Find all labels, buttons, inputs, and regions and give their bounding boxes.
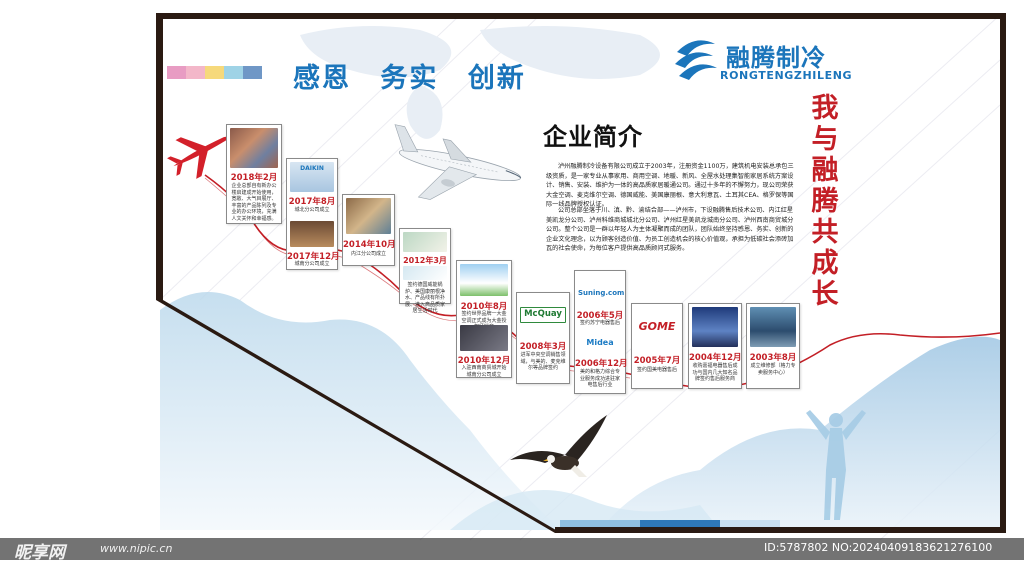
showroom-photo	[290, 221, 334, 247]
vertical-title-char: 共	[811, 217, 839, 248]
timeline-date: 2012年3月	[403, 256, 447, 265]
timeline-card-2012-03: 2012年3月 签约德国威能锅炉、美国康丽根净水、产品线有所扑展、进入高品质家居…	[399, 228, 451, 314]
eagle-icon	[510, 415, 607, 477]
timeline-desc: 收购嘉福电器售后成功与国内几大知名品牌签约售后服务商	[692, 363, 738, 382]
timeline-card-2006: Suning.com 2006年5月 签约苏宁电器售后 Midea 2006年1…	[574, 270, 628, 394]
brand-gome: GOME	[638, 320, 676, 333]
intro-paragraph-1: 泸州融腾制冷设备有限公司成立于2003年，注册资金1100万，建筑机电安装总承包…	[546, 163, 794, 209]
world-map-silhouette	[300, 26, 660, 139]
watermark-logo: 昵享网	[14, 543, 65, 563]
slogan-word-3: 创新	[467, 63, 526, 94]
timeline-date: 2008年3月	[519, 342, 567, 352]
timeline-desc: 入驻西南商贸城开始城南分公司成立	[461, 365, 507, 378]
watermark-bar	[0, 538, 1024, 560]
brand-mcquay: McQuay	[524, 309, 562, 319]
timeline-date: 2010年8月	[460, 302, 508, 312]
watermark-id: ID:5787802 NO:20240409183621276100	[764, 541, 993, 554]
timeline-date: 2005年7月	[633, 356, 681, 366]
timeline-date: 2018年2月	[230, 173, 278, 183]
city-night-photo	[692, 307, 738, 347]
mountains-right	[600, 336, 1000, 530]
timeline-date: 2014年10月	[343, 240, 396, 250]
timeline-card-2008-03: McQuay 2008年3月 进军中央空调销售领域，与美的、麦克维尔等品牌签约	[516, 292, 570, 384]
vertical-title-char: 长	[811, 279, 839, 310]
timeline-date: 2003年8月	[749, 353, 797, 363]
brand-daikin: DAIKIN	[300, 165, 324, 172]
brand-midea: Midea	[586, 338, 614, 347]
vertical-title: 我 与 融 腾 共 成 长	[808, 93, 842, 310]
intro-title: 企业简介	[543, 122, 643, 151]
slogan: 感恩 务实 创新	[293, 56, 544, 95]
intro-paragraph-2: 公司总部坐落于川、滇、黔、渝结合部——泸州市，下设融腾售后技术公司、内江红星美凯…	[546, 207, 794, 253]
mall-photo	[460, 325, 508, 351]
family-photo-2	[403, 266, 447, 280]
daikin-building-photo	[460, 264, 508, 296]
timeline-desc: 成立维修部（格力专卖服务中心）	[750, 363, 796, 376]
timeline-desc: 进军中央空调销售领域，与美的、麦克维尔等品牌签约	[520, 352, 566, 371]
midea-logo: Midea	[578, 337, 622, 351]
vertical-title-char: 成	[811, 248, 839, 279]
airliner-icon	[394, 124, 522, 200]
timeline-desc: 城南分公司成立	[294, 261, 330, 267]
timeline-date: 2017年12月	[287, 252, 340, 262]
team-photo	[230, 128, 278, 168]
mountains-left	[160, 292, 560, 530]
brand-suning: Suning.com	[578, 289, 625, 297]
slogan-word-1: 感恩	[293, 63, 351, 94]
vertical-title-char: 腾	[811, 186, 839, 217]
timeline-date: 2017年8月	[288, 197, 336, 207]
timeline-desc: 城北分公司成立	[294, 207, 330, 213]
logo-name: 融腾制冷	[726, 44, 826, 72]
office-photo	[346, 198, 391, 234]
timeline-card-2010: 2010年8月 签约世界品牌一大金空调正式成为大金授权经销商 2010年12月 …	[456, 260, 512, 378]
timeline-date: 2006年5月	[576, 311, 624, 321]
mcquay-logo: McQuay	[520, 307, 566, 323]
timeline-date: 2006年12月	[575, 359, 628, 369]
vertical-title-char: 融	[811, 155, 839, 186]
person-silhouette-icon	[806, 410, 866, 520]
timeline-desc: 企业总部自有新办公楼启建成开始使用，宽敞、大气目展厅、丰富的产品陈列及专业的办公…	[231, 183, 277, 222]
watermark-url: www.nipic.cn	[100, 542, 173, 555]
red-plane-icon	[167, 136, 231, 179]
top-color-strip	[167, 66, 262, 79]
storefront-photo: DAIKIN	[290, 162, 334, 192]
timeline-card-2004-12: 2004年12月 收购嘉福电器售后成功与国内几大知名品牌签约售后服务商	[688, 303, 742, 389]
timeline-desc: 签约苏宁电器售后	[579, 320, 620, 326]
timeline-desc: 美的和格力综合专业服务成功进驻家电售后行业	[579, 369, 620, 388]
timeline-card-2003-08: 2003年8月 成立维修部（格力专卖服务中心）	[746, 303, 800, 389]
family-photo-1	[403, 232, 447, 252]
staff-group-photo	[750, 307, 796, 347]
timeline-date: 2010年12月	[457, 356, 511, 366]
timeline-desc: 内江分公司成立	[350, 251, 386, 257]
logo-swirl-icon	[675, 40, 717, 80]
timeline-card-2018-02: 2018年2月 企业总部自有新办公楼启建成开始使用，宽敞、大气目展厅、丰富的产品…	[226, 124, 282, 224]
timeline-desc: 签约德国威能锅炉、美国康丽根净水、产品线有所扑展、进入高品质家居生活时代	[404, 282, 445, 314]
timeline-desc: 签约国美电器售后	[636, 367, 677, 373]
board-frame	[156, 13, 1006, 533]
timeline-card-2017: DAIKIN 2017年8月 城北分公司成立 2017年12月 城南分公司成立	[286, 158, 340, 270]
timeline-card-2014-10: 2014年10月 内江分公司成立	[342, 194, 396, 266]
timeline-date: 2004年12月	[689, 353, 742, 363]
bottom-color-strip	[560, 520, 780, 527]
vertical-title-char: 我	[811, 93, 839, 124]
vertical-title-char: 与	[811, 124, 839, 155]
timeline-card-2005-07: GOME 2005年7月 签约国美电器售后	[631, 303, 683, 389]
slogan-word-2: 务实	[380, 63, 439, 94]
logo-pinyin: RONGTENGZHILENG	[720, 69, 853, 82]
